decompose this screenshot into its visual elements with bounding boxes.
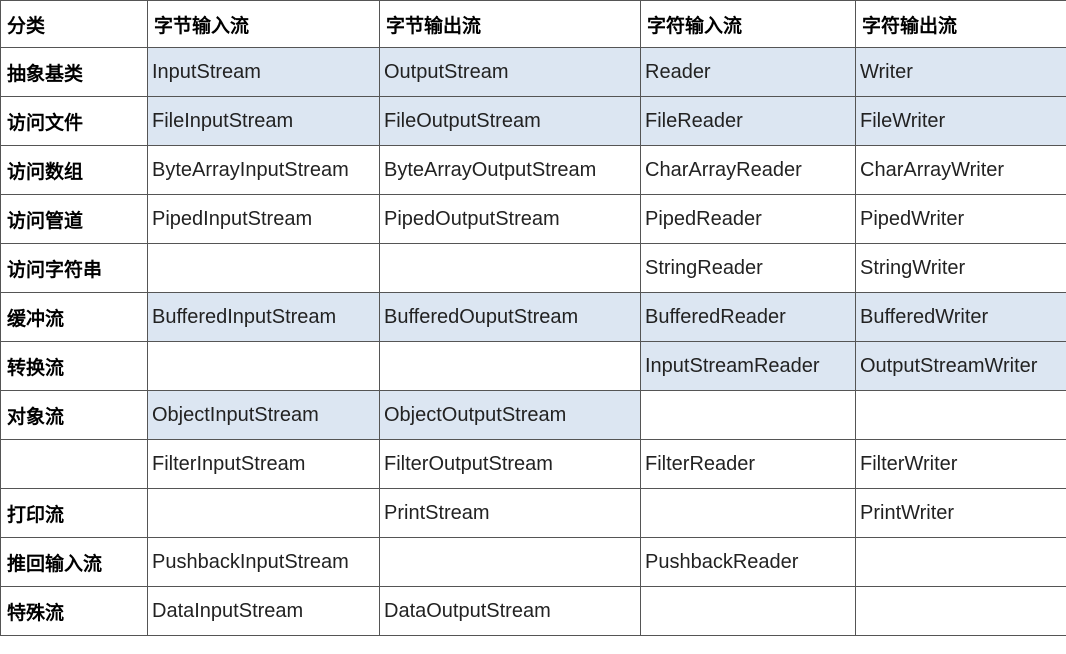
table-cell — [147, 488, 380, 538]
table-cell — [147, 243, 380, 293]
table-cell: DataOutputStream — [379, 586, 641, 636]
table-cell: PushbackInputStream — [147, 537, 380, 587]
table-cell — [855, 390, 1066, 440]
table-cell: FilterInputStream — [147, 439, 380, 489]
row-category-label: 打印流 — [0, 488, 148, 538]
row-category-label: 访问数组 — [0, 145, 148, 195]
row-category-label: 访问字符串 — [0, 243, 148, 293]
table-cell: DataInputStream — [147, 586, 380, 636]
table-cell: BufferedInputStream — [147, 292, 380, 342]
table-cell: FilterOutputStream — [379, 439, 641, 489]
row-category-label: 访问管道 — [0, 194, 148, 244]
row-category-label: 转换流 — [0, 341, 148, 391]
table-cell: PrintStream — [379, 488, 641, 538]
table-cell: PipedReader — [640, 194, 856, 244]
table-cell — [640, 488, 856, 538]
table-cell: StringWriter — [855, 243, 1066, 293]
header-byte-input: 字节输入流 — [147, 0, 380, 48]
table-cell: FileReader — [640, 96, 856, 146]
table-cell: Writer — [855, 47, 1066, 97]
table-cell: FilterWriter — [855, 439, 1066, 489]
row-category-label: 特殊流 — [0, 586, 148, 636]
table-cell: ObjectInputStream — [147, 390, 380, 440]
table-cell — [855, 586, 1066, 636]
table-cell: BufferedWriter — [855, 292, 1066, 342]
table-row: 打印流 PrintStream PrintWriter — [0, 488, 1066, 538]
table-cell — [379, 537, 641, 587]
table-cell: Reader — [640, 47, 856, 97]
row-category-label: 对象流 — [0, 390, 148, 440]
row-category-label — [0, 439, 148, 489]
row-category-label: 访问文件 — [0, 96, 148, 146]
table-cell: InputStream — [147, 47, 380, 97]
table-cell — [147, 341, 380, 391]
row-category-label: 缓冲流 — [0, 292, 148, 342]
table-cell — [379, 243, 641, 293]
header-char-input: 字符输入流 — [640, 0, 856, 48]
table-cell: ObjectOutputStream — [379, 390, 641, 440]
table-cell — [379, 341, 641, 391]
row-category-label: 推回输入流 — [0, 537, 148, 587]
header-byte-output: 字节输出流 — [379, 0, 641, 48]
header-row: 分类 字节输入流 字节输出流 字符输入流 字符输出流 — [0, 0, 1066, 48]
row-category-label: 抽象基类 — [0, 47, 148, 97]
table-cell: InputStreamReader — [640, 341, 856, 391]
table-cell: PrintWriter — [855, 488, 1066, 538]
table-cell: FileInputStream — [147, 96, 380, 146]
table-cell: OutputStream — [379, 47, 641, 97]
table-cell — [640, 586, 856, 636]
table-cell: OutputStreamWriter — [855, 341, 1066, 391]
table-cell: CharArrayReader — [640, 145, 856, 195]
table-cell: FilterReader — [640, 439, 856, 489]
header-category: 分类 — [0, 0, 148, 48]
table-cell — [855, 537, 1066, 587]
table-cell: StringReader — [640, 243, 856, 293]
header-char-output: 字符输出流 — [855, 0, 1066, 48]
table-cell: FileWriter — [855, 96, 1066, 146]
table-cell: FileOutputStream — [379, 96, 641, 146]
table-cell: PipedInputStream — [147, 194, 380, 244]
table-cell: ByteArrayOutputStream — [379, 145, 641, 195]
table-cell: BufferedOuputStream — [379, 292, 641, 342]
table-cell: PushbackReader — [640, 537, 856, 587]
table-cell: PipedWriter — [855, 194, 1066, 244]
table-cell: BufferedReader — [640, 292, 856, 342]
table-cell: ByteArrayInputStream — [147, 145, 380, 195]
table-cell: CharArrayWriter — [855, 145, 1066, 195]
table-cell: PipedOutputStream — [379, 194, 641, 244]
table-cell — [640, 390, 856, 440]
